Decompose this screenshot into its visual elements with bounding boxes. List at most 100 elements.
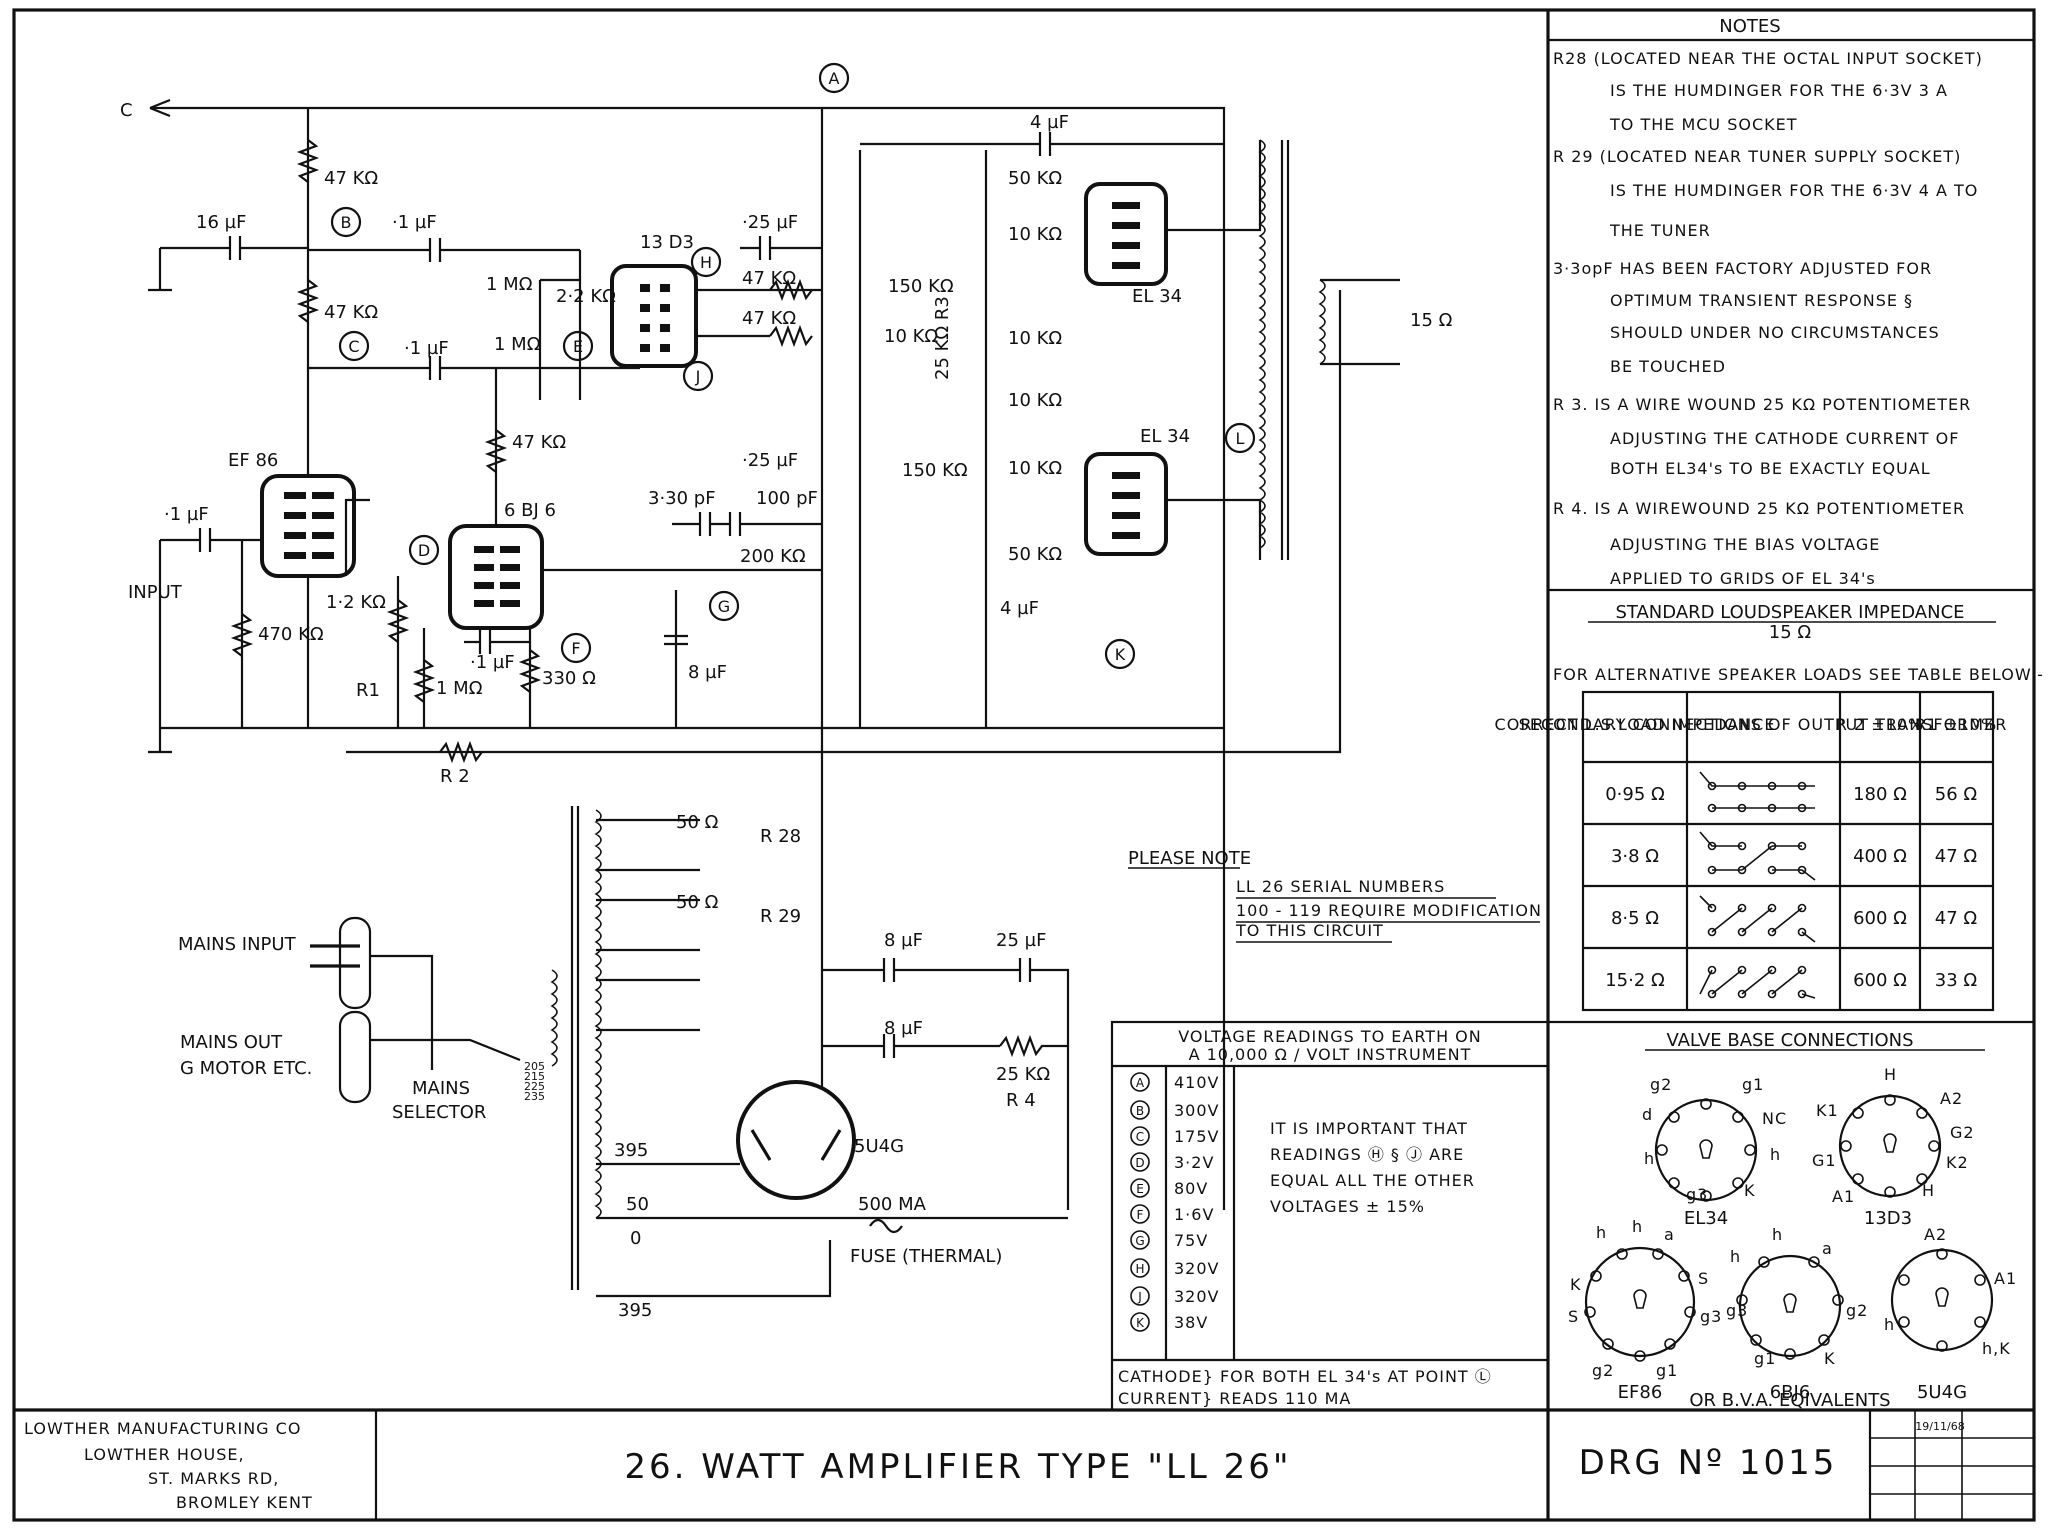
r10kc-label: 10 KΩ	[1008, 328, 1062, 349]
company-address: ST. MARKS RD,	[148, 1469, 279, 1488]
13d3-base-name: 13D3	[1864, 1208, 1912, 1229]
impedance-load: 0·95 Ω	[1605, 784, 1665, 805]
r10kb-label: 10 KΩ	[884, 326, 938, 347]
c8a-label: 8 µF	[688, 662, 727, 683]
drawing-number: DRG Nº 1015	[1579, 1443, 1838, 1483]
please-note-line: LL 26 SERIAL NUMBERS	[1236, 877, 1445, 896]
impedance-header-load: CORRECT L.S.LOAD IMPEDANCE	[1495, 715, 1776, 734]
6bj6-base-pin: a	[1822, 1239, 1833, 1258]
point-g: G	[718, 597, 730, 616]
please-note-line: TO THIS CIRCUIT	[1235, 921, 1384, 940]
drawing-title: 26. WATT AMPLIFIER TYPE "LL 26"	[624, 1447, 1291, 1487]
6bj6-base-pin: h	[1772, 1225, 1783, 1244]
impedance-r2: 600 Ω	[1853, 970, 1907, 991]
tap-50: 50	[626, 1194, 649, 1215]
13d3-base-pin: A1	[1832, 1187, 1855, 1206]
c01in-label: ·1 µF	[164, 504, 209, 525]
impedance-load: 15·2 Ω	[1605, 970, 1665, 991]
el34-base-pin: g3	[1686, 1185, 1708, 1204]
r150ka-label: 150 KΩ	[888, 276, 954, 297]
impedance-r1: 56 Ω	[1935, 784, 1978, 805]
cathode-current-line: CURRENT} READS 110 MA	[1118, 1389, 1351, 1408]
ef86-base-pin: K	[1570, 1275, 1582, 1294]
input-label: INPUT	[128, 582, 183, 603]
valve-base-footer: OR B.V.A. EQIVALENTS	[1689, 1390, 1890, 1411]
c01c-label: ·1 µF	[470, 652, 515, 673]
13d3-base-pin: H	[1922, 1181, 1935, 1200]
note-line: SHOULD UNDER NO CIRCUMSTANCES	[1610, 323, 1940, 342]
note-line: TO THE MCU SOCKET	[1609, 115, 1798, 134]
note-line: R28 (LOCATED NEAR THE OCTAL INPUT SOCKET…	[1553, 49, 1983, 68]
voltage-value: 320V	[1174, 1259, 1219, 1278]
voltage-value: 320V	[1174, 1287, 1219, 1306]
mains-input-socket	[338, 916, 372, 1010]
6bj6-base-pin: h	[1730, 1247, 1741, 1266]
point-d: D	[418, 541, 430, 560]
c16-label: 16 µF	[196, 212, 246, 233]
tube-ef86	[260, 474, 356, 578]
point-h: H	[700, 253, 712, 272]
point-j: J	[695, 367, 701, 386]
please-note-line: 100 - 119 REQUIRE MODIFICATION	[1236, 901, 1542, 920]
r10kd-label: 10 KΩ	[1008, 390, 1062, 411]
el34-base-pin: g1	[1742, 1075, 1764, 1094]
impedance-header-secondary: SECONDARY CONNECTIONS OF OUTPUT TRANSFOR…	[1519, 715, 2008, 734]
please-note-title: PLEASE NOTE	[1128, 848, 1251, 869]
note-line: BOTH EL34's TO BE EXACTLY EQUAL	[1610, 459, 1931, 478]
13d3-base-pin: K1	[1816, 1101, 1839, 1120]
voltage-value: 38V	[1174, 1313, 1208, 1332]
schematic: C 47 KΩ 47 KΩ 16 µF A B C D E F G H J K …	[120, 62, 1453, 1321]
r47k-h-label: 47 KΩ	[742, 268, 796, 289]
impedance-header-r1: R1 ±10%	[1915, 715, 1997, 734]
r25kr3-label: 25 KΩ R3	[932, 296, 953, 380]
mains-selector-label: SELECTOR	[392, 1102, 486, 1123]
mains-tap: 215	[524, 1070, 545, 1083]
tube-el34-bottom	[1084, 452, 1168, 556]
tube-6bj6-label: 6 BJ 6	[504, 500, 556, 521]
6bj6-base-pin: g2	[1846, 1301, 1868, 1320]
c8c-label: 8 µF	[884, 1018, 923, 1039]
note-line: R 3. IS A WIRE WOUND 25 KΩ POTENTIOMETER	[1553, 395, 1971, 414]
valve-base-title: VALVE BASE CONNECTIONS	[1666, 1030, 1913, 1051]
c025a-label: ·25 µF	[742, 212, 798, 233]
el34-base-pin: K	[1744, 1181, 1756, 1200]
voltage-point: G	[1135, 1234, 1144, 1248]
impedance-r2: 600 Ω	[1853, 908, 1907, 929]
note-line: ADJUSTING THE CATHODE CURRENT OF	[1610, 429, 1959, 448]
impedance-r1: 33 Ω	[1935, 970, 1978, 991]
voltage-value: 3·2V	[1174, 1153, 1214, 1172]
voltage-point: D	[1135, 1156, 1144, 1170]
el34-base-pin: g2	[1650, 1075, 1672, 1094]
tube-5u4g-label: 5U4G	[854, 1136, 904, 1157]
ef86-base-pin: g1	[1656, 1361, 1678, 1380]
ef86-base-pin: g3	[1700, 1307, 1722, 1326]
voltage-point: C	[1136, 1130, 1144, 1144]
ef86-base-pin: S	[1568, 1307, 1579, 1326]
company-name: LOWTHER MANUFACTURING CO	[24, 1419, 301, 1438]
note-line: ADJUSTING THE BIAS VOLTAGE	[1610, 535, 1880, 554]
note-line: IS THE HUMDINGER FOR THE 6·3V 4 A TO	[1610, 181, 1978, 200]
impedance-panel: STANDARD LOUDSPEAKER IMPEDANCE 15 Ω FOR …	[1495, 602, 2043, 1012]
note-line: R 4. IS A WIREWOUND 25 KΩ POTENTIOMETER	[1553, 499, 1965, 518]
point-k: K	[1115, 645, 1126, 664]
tap-395a: 395	[614, 1140, 648, 1161]
r330-label: 330 Ω	[542, 668, 596, 689]
tap-0: 0	[630, 1228, 641, 1249]
voltage-point: K	[1136, 1316, 1145, 1330]
valve-base-panel: VALVE BASE CONNECTIONS g2 g1 d NC h h g3…	[1568, 1030, 2016, 1411]
tube-6bj6	[448, 524, 544, 630]
voltage-important: VOLTAGES ± 15%	[1270, 1197, 1425, 1216]
ef86-base-pin: h	[1596, 1223, 1607, 1242]
c01a-label: ·1 µF	[392, 212, 437, 233]
tube-el34-top-label: EL 34	[1132, 286, 1182, 307]
r25k-label: 25 KΩ	[996, 1064, 1050, 1085]
note-line: THE TUNER	[1609, 221, 1711, 240]
voltage-point: B	[1136, 1104, 1144, 1118]
cathode-current-line: CATHODE} FOR BOTH EL 34's AT POINT Ⓛ	[1118, 1367, 1492, 1386]
voltage-value: 410V	[1174, 1073, 1219, 1092]
r47k-mid-label: 47 KΩ	[324, 302, 378, 323]
note-line: 3·3opF HAS BEEN FACTORY ADJUSTED FOR	[1553, 259, 1932, 278]
impedance-r1: 47 Ω	[1935, 846, 1978, 867]
r47k-b-label: 47 KΩ	[512, 432, 566, 453]
tube-13d3-label: 13 D3	[640, 232, 694, 253]
